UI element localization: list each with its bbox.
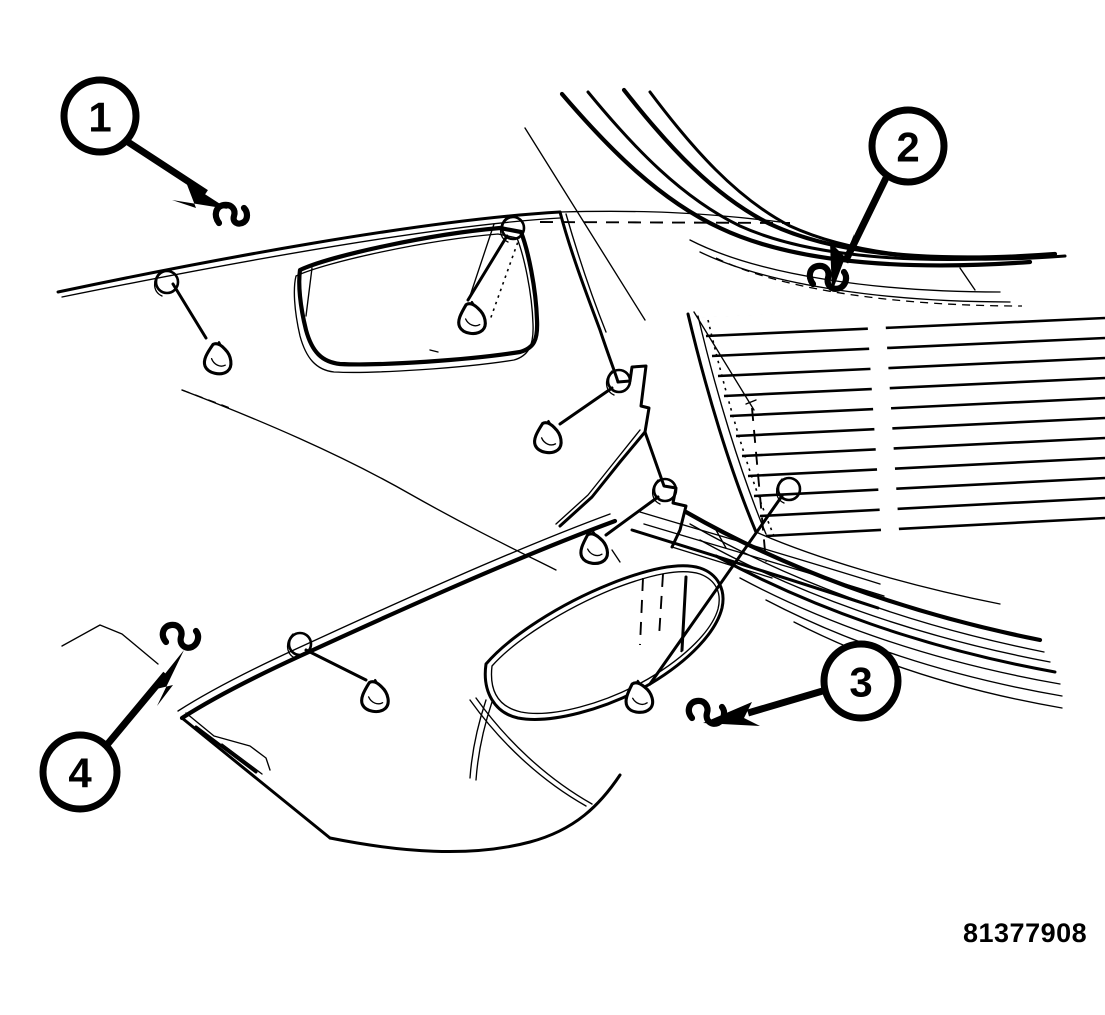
leader-line <box>604 495 660 537</box>
clip-hook-icon-4 <box>159 621 202 651</box>
callout-1[interactable]: 1 <box>60 76 251 227</box>
callout-2[interactable]: 2 <box>806 106 948 292</box>
fastener-callout-group <box>153 215 802 686</box>
roof-opening <box>293 225 540 374</box>
roof-rail <box>559 87 1067 709</box>
callout-3-leader <box>747 686 827 717</box>
headliner-panel <box>56 127 791 854</box>
push-pin-fasteners <box>202 300 655 714</box>
leader-line <box>171 282 208 340</box>
push-pin-fastener <box>579 530 609 565</box>
push-pin-fastener <box>202 341 233 376</box>
grommet-hole <box>605 368 632 396</box>
grommet-hole <box>286 631 313 659</box>
clip-hook-icon-3 <box>685 697 728 727</box>
pillar-trim-panel <box>611 511 885 610</box>
callout-1-circle[interactable] <box>60 76 140 156</box>
clip-hook-icon-1 <box>212 201 251 227</box>
callout-2-circle[interactable] <box>868 106 948 186</box>
leader-line <box>489 235 521 321</box>
grommet-hole <box>499 215 526 243</box>
callout-1-arrowhead <box>172 182 228 209</box>
leader-line <box>304 648 368 682</box>
leader-line <box>648 494 784 686</box>
callout-4[interactable]: 4 <box>39 621 202 813</box>
grommet-hole <box>775 476 802 504</box>
clip-hook-icon-2 <box>806 262 850 292</box>
push-pin-fastener <box>624 679 655 714</box>
callout-4-circle[interactable] <box>39 731 121 813</box>
callout-3-circle[interactable] <box>820 640 902 722</box>
callout-1-number: 1 <box>88 94 111 141</box>
push-pin-fastener <box>533 419 563 455</box>
push-pin-fastener <box>457 300 487 336</box>
grommet-hole <box>153 269 180 297</box>
push-pin-fastener <box>360 678 390 714</box>
leader-line <box>469 223 495 297</box>
callout-2-number: 2 <box>896 124 919 171</box>
callout-4-number: 4 <box>68 750 92 797</box>
leader-line <box>558 386 614 426</box>
rear-window-defroster-grid <box>686 300 1105 605</box>
grommet-hole <box>651 477 678 505</box>
part-number-label: 81377908 <box>963 918 1087 948</box>
callout-3-number: 3 <box>849 659 872 706</box>
callout-1-leader <box>126 139 208 196</box>
rear-quarter-opening <box>469 564 725 781</box>
callout-3[interactable]: 3 <box>685 640 902 727</box>
defroster-bus-bar <box>866 300 900 546</box>
callout-2-arrowhead <box>830 234 854 292</box>
callout-4-arrowhead <box>152 650 184 706</box>
leader-line <box>466 234 509 302</box>
